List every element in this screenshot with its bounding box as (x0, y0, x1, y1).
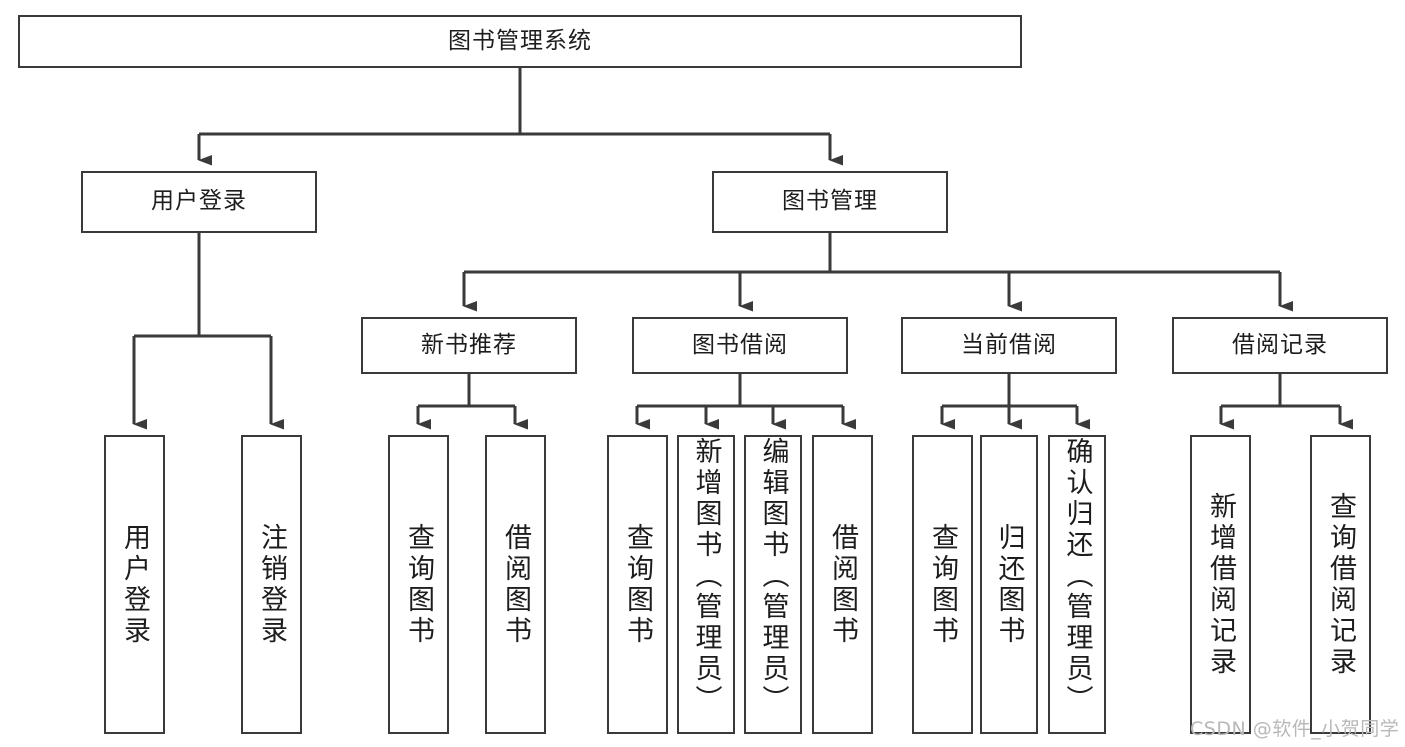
node-label: 用户登录 (119, 522, 150, 647)
node-label: 查询借阅记录 (1325, 491, 1356, 678)
node-label: 图书借阅 (692, 331, 788, 358)
node-book-borrow[interactable]: 图书借阅 (632, 317, 848, 374)
node-label: 借阅图书 (500, 522, 531, 647)
leaf-borrow-book-recommend[interactable]: 借阅图书 (485, 435, 546, 734)
node-label: 新增图书（管理员） (690, 437, 722, 716)
node-label: 注销登录 (256, 522, 287, 647)
node-label: 查询图书 (403, 522, 434, 647)
node-user-login[interactable]: 用户登录 (81, 171, 317, 233)
node-label: 查询图书 (622, 522, 653, 647)
node-label: 借阅图书 (827, 522, 858, 647)
leaf-user-logout[interactable]: 注销登录 (241, 435, 302, 734)
leaf-add-book-admin[interactable]: 新增图书（管理员） (677, 435, 735, 734)
leaf-query-book-recommend[interactable]: 查询图书 (388, 435, 449, 734)
leaf-edit-book-admin[interactable]: 编辑图书（管理员） (744, 435, 802, 734)
node-label: 图书管理 (782, 188, 878, 215)
node-label: 查询图书 (927, 522, 958, 647)
leaf-borrow-book[interactable]: 借阅图书 (812, 435, 873, 734)
node-label: 确认归还（管理员） (1061, 437, 1093, 716)
leaf-user-login[interactable]: 用户登录 (104, 435, 165, 734)
leaf-add-borrow-record[interactable]: 新增借阅记录 (1190, 435, 1251, 734)
node-root-system[interactable]: 图书管理系统 (18, 15, 1022, 68)
node-label: 图书管理系统 (448, 27, 592, 54)
node-label: 新书推荐 (421, 331, 517, 358)
leaf-query-book-borrow[interactable]: 查询图书 (607, 435, 668, 734)
leaf-confirm-return-admin[interactable]: 确认归还（管理员） (1048, 435, 1106, 734)
node-label: 新增借阅记录 (1205, 491, 1236, 678)
node-label: 编辑图书（管理员） (757, 437, 789, 716)
node-label: 用户登录 (151, 188, 247, 215)
node-label: 借阅记录 (1232, 331, 1328, 358)
node-label: 当前借阅 (961, 331, 1057, 358)
node-label: 归还图书 (993, 522, 1025, 647)
node-borrow-records[interactable]: 借阅记录 (1172, 317, 1388, 374)
leaf-query-book-current[interactable]: 查询图书 (912, 435, 973, 734)
leaf-return-book[interactable]: 归还图书 (980, 435, 1038, 734)
node-current-borrow[interactable]: 当前借阅 (901, 317, 1117, 374)
node-book-management[interactable]: 图书管理 (712, 171, 948, 233)
node-new-book-recommend[interactable]: 新书推荐 (361, 317, 577, 374)
leaf-query-borrow-record[interactable]: 查询借阅记录 (1310, 435, 1371, 734)
watermark-text: CSDN @软件_小贺同学 (1190, 718, 1400, 740)
